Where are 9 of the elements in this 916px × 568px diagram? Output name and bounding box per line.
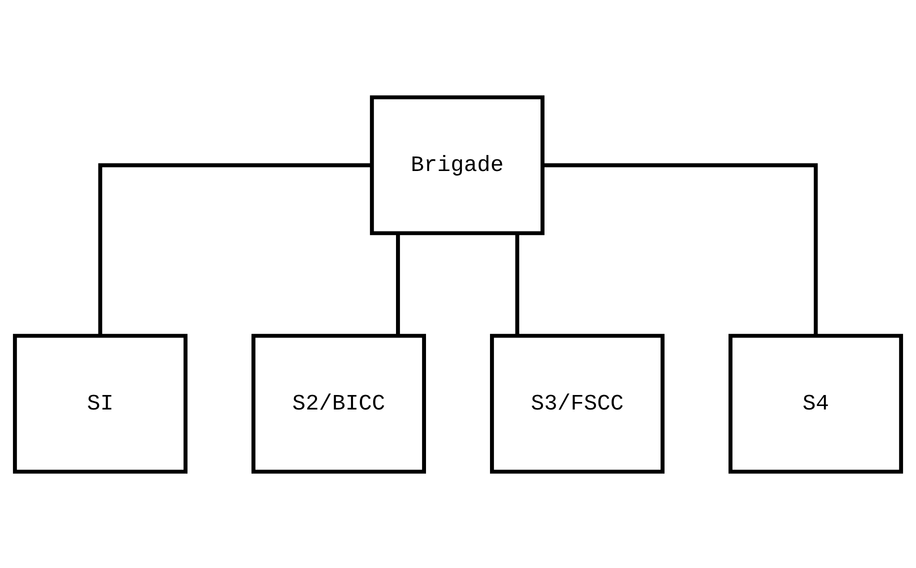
- node-box: SI: [12, 333, 188, 474]
- node-box: S3/FSCC: [490, 333, 665, 474]
- connector: [396, 233, 400, 336]
- connector: [98, 162, 372, 335]
- node-box: S2/BICC: [251, 333, 426, 474]
- connector: [515, 233, 520, 336]
- node-box: Brigade: [370, 94, 544, 235]
- node-box: S4: [728, 333, 904, 474]
- connector: [542, 162, 818, 335]
